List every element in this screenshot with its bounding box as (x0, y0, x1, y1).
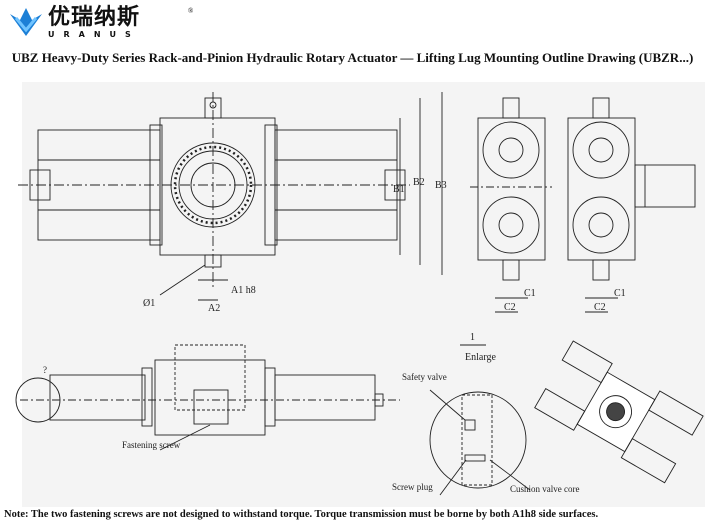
brand-logo: 优瑞纳斯 URANUS ® (8, 5, 193, 40)
detail-enlarge (429, 344, 531, 496)
logo-star-icon (10, 8, 42, 36)
callout-fastening-screw: Fastening screw (122, 440, 181, 450)
detail-number: 1 (470, 332, 475, 343)
dim-a1: A1 h8 (231, 285, 256, 296)
dim-b2: B2 (413, 177, 425, 188)
dim-c2-right: C2 (594, 302, 606, 313)
detail-label: Enlarge (465, 352, 496, 363)
dim-c2: C2 (504, 302, 516, 313)
dim-c1: C1 (524, 288, 536, 299)
dim-c1-right: C1 (614, 288, 626, 299)
detail-marker: ? (43, 365, 47, 375)
callout-screw-plug: Screw plug (392, 482, 433, 492)
front-view (18, 92, 443, 301)
callout-cushion-valve-core: Cushion valve core (510, 484, 579, 494)
page-title: UBZ Heavy-Duty Series Rack-and-Pinion Hy… (11, 50, 694, 65)
registered-mark: ® (188, 7, 194, 15)
callout-safety-valve: Safety valve (402, 372, 447, 382)
brand-name-en: URANUS (48, 30, 140, 39)
side-view-right (567, 97, 696, 313)
dim-a2: A2 (208, 303, 220, 314)
dim-b1: B1 (393, 184, 405, 195)
section-view (15, 344, 400, 451)
drawing-panel (22, 82, 705, 507)
dim-phi: Ø1 (143, 298, 155, 309)
dim-b3: B3 (435, 180, 447, 191)
note-text: Note: The two fastening screws are not d… (4, 509, 599, 520)
isometric-view (534, 340, 704, 484)
side-view-left (470, 97, 552, 313)
brand-name-cn: 优瑞纳斯 (48, 5, 141, 30)
